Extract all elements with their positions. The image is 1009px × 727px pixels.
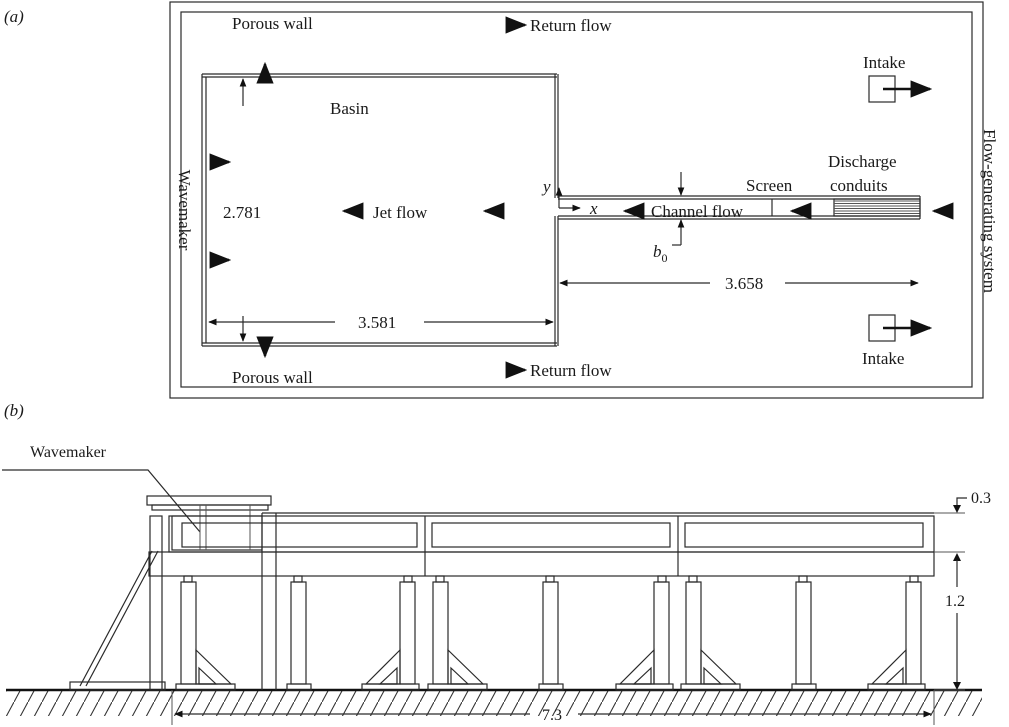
return-flow-top-label: Return flow bbox=[530, 16, 612, 35]
base-beam bbox=[148, 551, 935, 577]
dimension-7-3-value: 7.3 bbox=[542, 707, 562, 724]
discharge-label-line1: Discharge bbox=[828, 152, 897, 171]
wavemaker-label: Wavemaker bbox=[175, 170, 194, 251]
basin-label: Basin bbox=[330, 99, 369, 118]
y-axis-label: y bbox=[541, 177, 551, 196]
tank-wall bbox=[168, 512, 935, 690]
dimension-tank-height bbox=[934, 560, 965, 691]
left-support-frame bbox=[69, 515, 166, 691]
dimension-top-height bbox=[934, 497, 967, 561]
dimension-tank-length bbox=[171, 690, 935, 725]
channel-length-value: 3.658 bbox=[725, 274, 763, 293]
support-legs bbox=[175, 575, 926, 691]
channel-flow-label: Channel flow bbox=[651, 202, 744, 221]
intake-top-label: Intake bbox=[863, 53, 905, 72]
ground bbox=[6, 688, 982, 716]
jet-flow-label: Jet flow bbox=[373, 203, 428, 222]
wavemaker-label-b: Wavemaker bbox=[30, 444, 107, 461]
b0-label: b0 bbox=[653, 242, 668, 265]
basin-width-value: 2.781 bbox=[223, 203, 261, 222]
return-flow-bottom-label: Return flow bbox=[530, 361, 612, 380]
discharge-conduits-hatch bbox=[833, 196, 921, 219]
panel-b-label: (b) bbox=[4, 401, 24, 420]
inner-frame bbox=[180, 11, 973, 388]
discharge-label-line2: conduits bbox=[830, 176, 888, 195]
porous-wall-top-label: Porous wall bbox=[232, 14, 313, 33]
flow-generating-system-label: Flow-generating system bbox=[980, 129, 999, 293]
panel-a-label: (a) bbox=[4, 7, 24, 26]
x-axis-label: x bbox=[589, 199, 598, 218]
flow-arrows bbox=[209, 16, 954, 379]
b0-dimension bbox=[672, 172, 685, 246]
dimension-1-2-value: 1.2 bbox=[945, 593, 965, 610]
basin-length-value: 3.581 bbox=[358, 313, 396, 332]
outer-frame bbox=[169, 1, 984, 399]
porous-wall-bottom-label: Porous wall bbox=[232, 368, 313, 387]
screen-label: Screen bbox=[746, 176, 793, 195]
coordinate-axes bbox=[555, 187, 581, 212]
dimension-0-3-value: 0.3 bbox=[971, 490, 991, 507]
wavemaker-leader-line bbox=[2, 469, 201, 533]
intake-bottom-label: Intake bbox=[862, 349, 904, 368]
